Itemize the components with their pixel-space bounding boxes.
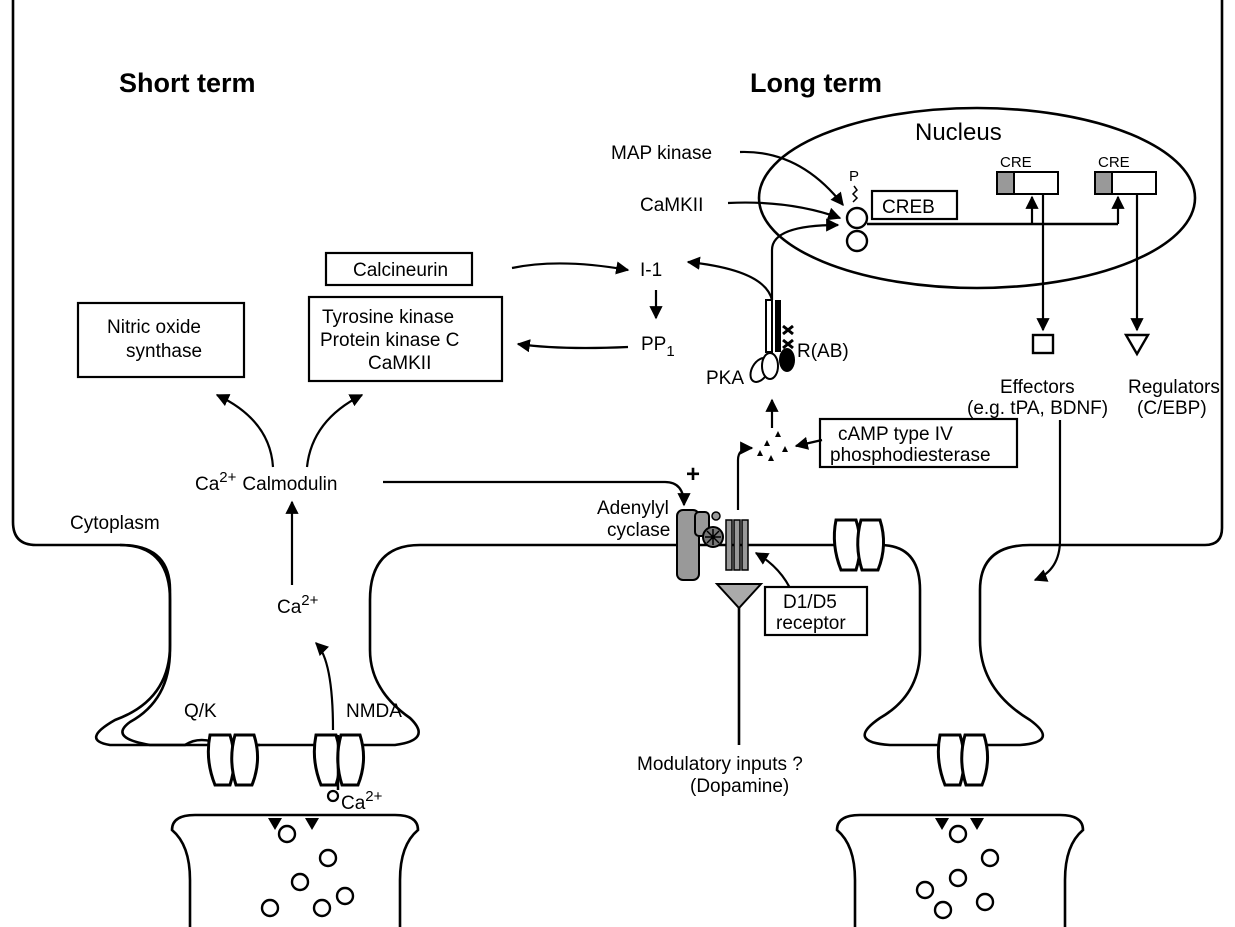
nos-box (78, 303, 244, 377)
release-site-left-2 (305, 818, 319, 830)
kinases-label-2: Protein kinase C (320, 330, 459, 351)
pka-label: PKA (706, 368, 744, 389)
calcineurin-label: Calcineurin (353, 260, 448, 281)
ac-to-camp-arrow (738, 448, 752, 510)
calcineurin-to-i1-arrow (512, 263, 628, 270)
ampa-channel-right (938, 735, 987, 785)
phospho-label: P (849, 168, 859, 185)
modulatory-label-1: Modulatory inputs ? (637, 754, 803, 775)
creb-dimer-bottom (847, 231, 867, 251)
plus-sign: + (686, 461, 700, 488)
calmodulin-to-nos-arrow (217, 395, 273, 467)
cre-element-2-shade (1095, 172, 1112, 194)
pka-complex-icon (747, 300, 795, 385)
nmda-receptor-channel (314, 735, 363, 790)
short-term-heading: Short term (119, 68, 256, 98)
regulators-label-2: (C/EBP) (1137, 398, 1207, 419)
cre-label-1: CRE (1000, 154, 1032, 171)
nmda-to-ca-arrow (316, 643, 333, 730)
nos-label-2: synthase (126, 341, 202, 362)
effectors-label-2: (e.g. tPA, BDNF) (967, 398, 1108, 419)
pka-to-i1-arrow (688, 262, 772, 300)
release-site-right-2 (970, 818, 984, 830)
creb-dimer-top (847, 208, 867, 228)
d1d5-receptor-ligand-icon (717, 584, 761, 608)
nucleus-label: Nucleus (915, 119, 1002, 146)
regulator-product-icon (1126, 335, 1148, 354)
camp-pde-label-2: phosphodiesterase (830, 445, 991, 466)
effector-product-icon (1033, 335, 1053, 353)
synaptic-vesicles-right (917, 826, 998, 918)
map-kinase-label: MAP kinase (611, 143, 712, 164)
kinases-label-1: Tyrosine kinase (322, 307, 454, 328)
ca2-label-mid: Ca2+ (277, 592, 319, 618)
qk-receptor-channel (208, 735, 257, 785)
calcium-ion-icon (328, 791, 338, 801)
pp1-label: PP1 (641, 334, 675, 360)
cytoplasm-label: Cytoplasm (70, 513, 160, 534)
kinases-label-3: CaMKII (368, 353, 431, 374)
adenylyl-label-2: cyclase (607, 520, 670, 541)
regulators-label-1: Regulators (1128, 377, 1220, 398)
i1-label: I-1 (640, 260, 662, 281)
modulatory-label-2: (Dopamine) (690, 776, 789, 797)
nmda-label: NMDA (346, 701, 402, 722)
cre-element-1-shade (997, 172, 1014, 194)
camp-pde-label-1: cAMP type IV (838, 424, 953, 445)
calmodulin-to-kinases-arrow (307, 395, 362, 467)
ca-calmodulin-label: Ca2+Calmodulin (195, 469, 337, 495)
qk-label: Q/K (184, 701, 217, 722)
pp1-to-kinases-arrow (518, 344, 628, 348)
nos-label-1: Nitric oxide (107, 317, 201, 338)
rab-label: R(AB) (797, 341, 849, 362)
release-site-right-1 (935, 818, 949, 830)
camp-molecules-icon (757, 431, 788, 461)
d1d5-label-1: D1/D5 (783, 592, 837, 613)
d1d5-label-2: receptor (776, 613, 846, 634)
adenylyl-label-1: Adenylyl (597, 498, 669, 519)
effectors-label-1: Effectors (1000, 377, 1075, 398)
cre-label-2: CRE (1098, 154, 1130, 171)
creb-label: CREB (882, 197, 935, 218)
cre-gene-1 (1014, 172, 1058, 194)
effectors-to-synapse-arrow (1035, 420, 1060, 580)
pde-to-camp-arrow (796, 440, 822, 446)
synaptic-vesicles-left (262, 826, 353, 916)
membrane-channel-top (834, 520, 883, 570)
postsynaptic-spine-left (120, 0, 1222, 745)
cre-gene-2 (1112, 172, 1156, 194)
ca2-label-low: Ca2+ (341, 788, 383, 814)
long-term-heading: Long term (750, 68, 882, 98)
camkii-label-top: CaMKII (640, 195, 703, 216)
adenylyl-cyclase-icon (677, 510, 748, 580)
